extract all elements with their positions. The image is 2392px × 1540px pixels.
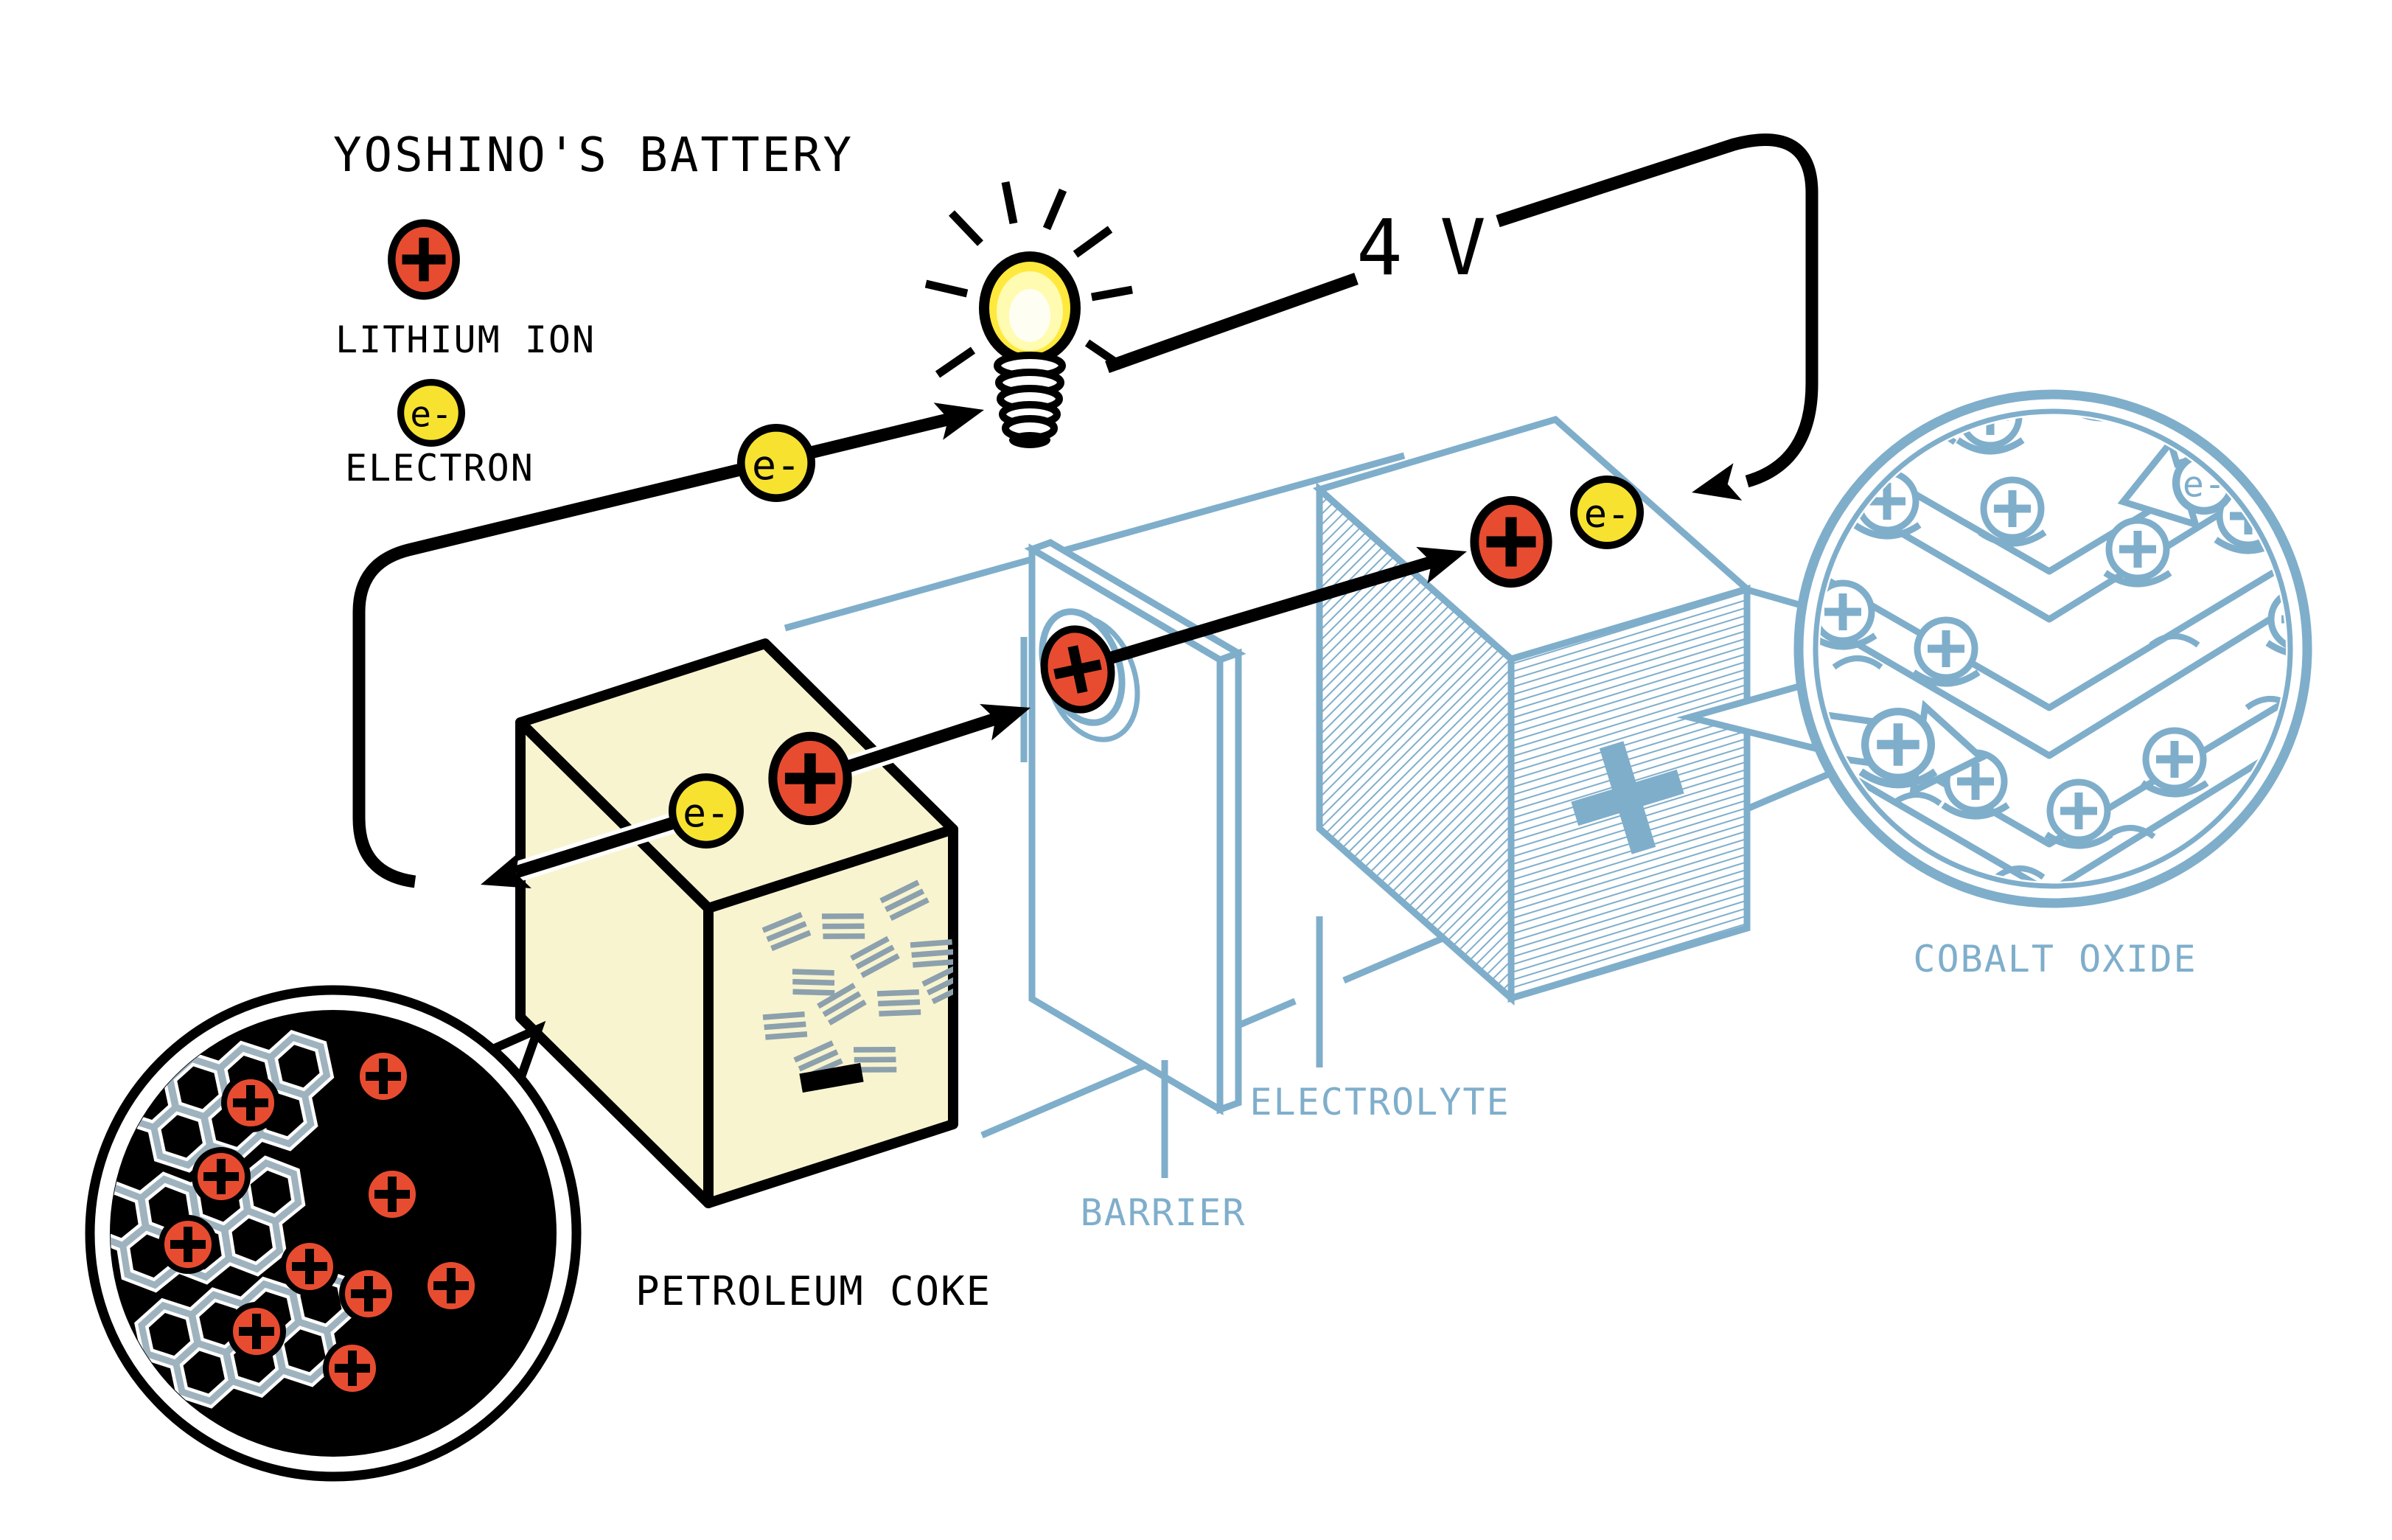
cobalt-oxide-bubble: COBALT OXIDE	[1676, 355, 2312, 980]
negative-electrode-box	[515, 638, 958, 1208]
positive-electrode-box	[1312, 415, 1754, 1006]
ion-arrow-to-cathode	[1107, 479, 1640, 665]
electrolyte-label: ELECTROLYTE	[1249, 1081, 1510, 1123]
circuit-wire-right: 4 V	[1105, 133, 1819, 512]
cobalt-layers	[1820, 355, 2286, 882]
barrier-panel	[1024, 539, 1246, 1115]
bulb-glow-core	[1009, 289, 1050, 342]
bubble-ring-inner	[1813, 408, 2293, 889]
minus-sign	[799, 1062, 864, 1093]
petroleum-coke-label: PETROLEUM COKE	[635, 1268, 991, 1314]
coke-front-face	[703, 824, 958, 1208]
charge-flow-at-anode	[474, 689, 1037, 903]
container-floor-edge	[980, 997, 1297, 1139]
legend-electron-swatch	[401, 383, 462, 444]
title-and-legend: YOSHINO'S BATTERY LITHIUM ION ELECTRON	[333, 128, 854, 489]
legend-lithium-ion-swatch	[391, 223, 456, 296]
circuit-wire-left	[352, 391, 989, 888]
component-labels: PETROLEUM COKE BARRIER ELECTROLYTE	[635, 916, 1510, 1314]
electron-on-wire	[741, 428, 811, 498]
petroleum-coke-bubble	[85, 985, 582, 1482]
plus-sign-cathode	[1571, 741, 1684, 854]
light-bulb	[924, 181, 1133, 448]
page-title: YOSHINO'S BATTERY	[333, 128, 854, 183]
legend-lithium-ion-label: LITHIUM ION	[335, 318, 596, 361]
voltage-label: 4 V	[1356, 203, 1484, 293]
legend-electron-label: ELECTRON	[345, 447, 534, 489]
bulb-screw-base	[994, 352, 1066, 448]
container-top-edge	[784, 452, 1406, 632]
barrier-label: BARRIER	[1081, 1191, 1246, 1234]
cobalt-oxide-label: COBALT OXIDE	[1913, 938, 2197, 980]
bulb-rays	[924, 181, 1133, 378]
lithium-ion-in-hole	[1040, 625, 1115, 714]
